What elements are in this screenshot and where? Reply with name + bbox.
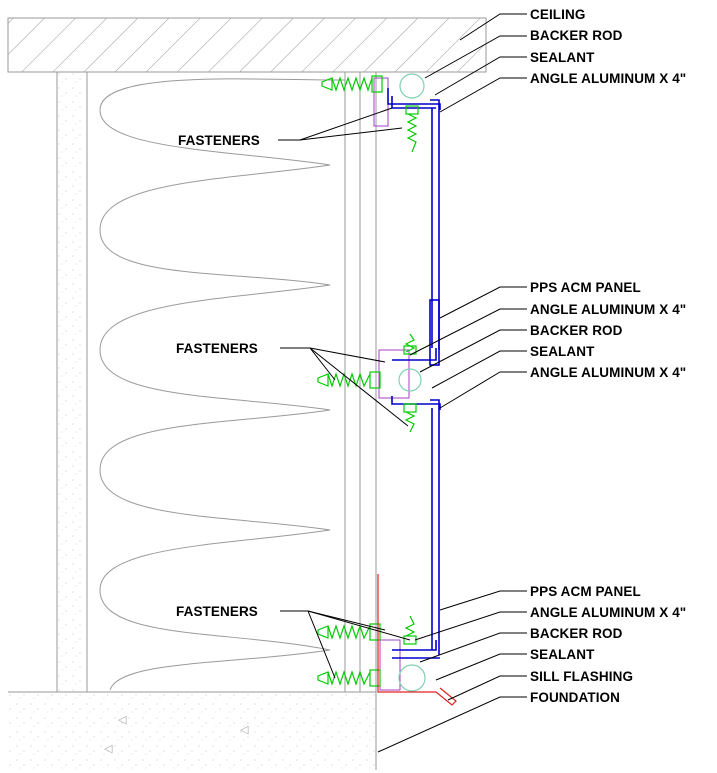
mid-joint (317, 333, 441, 433)
fastener-mid-vertical-1 (403, 333, 417, 355)
label-backer-rod-mid: BACKER ROD (530, 323, 623, 338)
batt-insulation (99, 78, 346, 691)
fastener-mid-vertical-2 (403, 403, 417, 433)
label-sill-flashing: SILL FLASHING (530, 669, 633, 684)
label-fasteners-bot: FASTENERS (176, 604, 258, 619)
svg-text:◁: ◁ (118, 713, 127, 726)
fastener-top-vertical (405, 105, 419, 153)
sill-flashing (377, 574, 457, 706)
label-pps-panel-mid: PPS ACM PANEL (530, 280, 641, 295)
backer-rod-mid (398, 368, 422, 392)
svg-text:◁: ◁ (240, 723, 249, 736)
label-fasteners-top: FASTENERS (178, 133, 260, 148)
label-sealant-bot: SEALANT (530, 647, 595, 662)
fastener-bottom-horizontal-2 (317, 669, 381, 687)
backer-rod-bottom (398, 664, 426, 692)
fastener-bottom-horizontal-1 (317, 623, 381, 641)
label-angle-top: ANGLE ALUMINUM X 4" (530, 71, 686, 86)
fastener-mid-horizontal (317, 371, 381, 389)
fastener-top-horizontal (321, 75, 383, 93)
label-sealant-mid: SEALANT (530, 344, 595, 359)
label-backer-rod-top: BACKER ROD (530, 28, 623, 43)
svg-text:◁: ◁ (104, 742, 113, 755)
leader-lines (278, 13, 527, 753)
label-foundation: FOUNDATION (530, 690, 620, 705)
bottom-joint (317, 574, 457, 706)
top-joint (321, 73, 441, 153)
label-angle-mid-2: ANGLE ALUMINUM X 4" (530, 365, 686, 380)
acm-panel (429, 99, 440, 655)
ceiling-slab (7, 17, 487, 73)
foundation-slab: ◁ ◁ ◁ (8, 691, 376, 771)
label-sealant-top: SEALANT (530, 50, 595, 65)
label-backer-rod-bot: BACKER ROD (530, 626, 623, 641)
label-pps-panel-bot: PPS ACM PANEL (530, 584, 641, 599)
label-fasteners-mid: FASTENERS (176, 341, 258, 356)
wall-framing (56, 71, 377, 770)
callout-labels: CEILING BACKER ROD SEALANT ANGLE ALUMINU… (176, 7, 686, 705)
label-ceiling: CEILING (530, 7, 585, 22)
label-angle-mid-1: ANGLE ALUMINUM X 4" (530, 302, 686, 317)
backer-rod-top (399, 73, 425, 99)
label-angle-bot: ANGLE ALUMINUM X 4" (530, 605, 686, 620)
